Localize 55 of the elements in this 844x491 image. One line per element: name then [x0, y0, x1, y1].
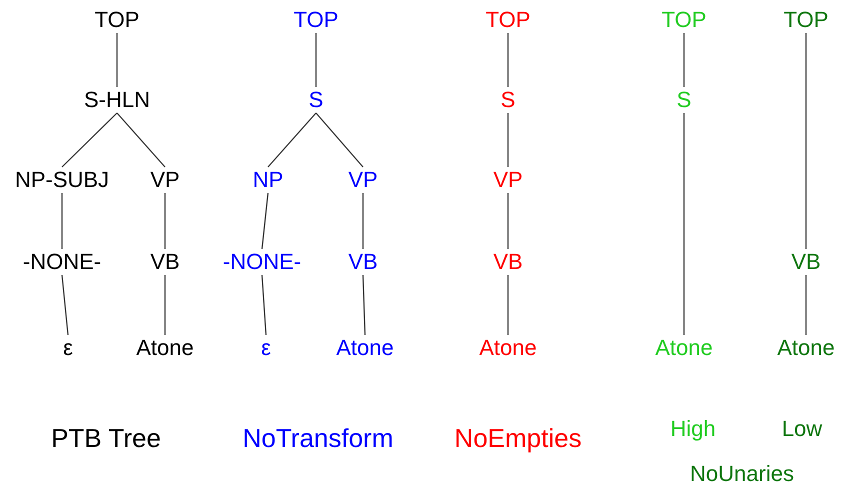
tree-branch — [507, 33, 509, 87]
tree-caption: Low — [782, 418, 822, 440]
tree-node-label: VB — [348, 251, 378, 273]
tree-node-label: TOP — [662, 9, 706, 31]
tree-branch — [261, 274, 267, 336]
tree-branch — [116, 112, 166, 168]
tree-branch — [507, 193, 509, 249]
tree-node-label: VP — [150, 169, 180, 191]
tree-branch — [62, 112, 118, 168]
tree-branch — [61, 274, 69, 336]
tree-node-label: TOP — [784, 9, 828, 31]
tree-node-label: -NONE- — [22, 251, 102, 273]
tree-branch — [362, 193, 364, 249]
tree-branch — [507, 113, 509, 167]
tree-branch — [61, 193, 63, 249]
tree-node-label: -NONE- — [222, 251, 302, 273]
tree-node-label: S-HLN — [84, 89, 150, 111]
tree-branch — [116, 33, 118, 87]
tree-branch — [805, 33, 807, 249]
tree-node-label: S — [308, 89, 324, 111]
tree-branch — [164, 275, 166, 335]
tree-caption: NoTransform — [242, 425, 394, 451]
tree-caption: High — [670, 418, 716, 440]
tree-branch — [683, 113, 685, 335]
tree-caption: NoEmpties — [454, 425, 582, 451]
tree-branch — [805, 275, 807, 335]
tree-node-label: NP-SUBJ — [14, 169, 110, 191]
tree-node-label: VB — [791, 251, 821, 273]
tree-node-label: ε — [63, 337, 73, 359]
tree-node-label: VB — [493, 251, 523, 273]
tree-node-label: Atone — [777, 337, 835, 359]
tree-branch — [316, 112, 364, 168]
tree-node-label: TOP — [294, 9, 338, 31]
tree-node-label: VB — [150, 251, 180, 273]
tree-node-label: TOP — [486, 9, 530, 31]
tree-node-label: VP — [493, 169, 523, 191]
tree-node-label: Atone — [336, 337, 394, 359]
tree-branch — [268, 112, 316, 168]
tree-branch — [683, 33, 685, 87]
tree-node-label: TOP — [94, 9, 140, 31]
tree-node-label: Atone — [479, 337, 537, 359]
tree-caption: PTB Tree — [51, 425, 161, 451]
tree-branch — [261, 192, 269, 250]
tree-branch — [164, 193, 166, 249]
tree-node-label: VP — [348, 169, 378, 191]
tree-node-label: NP — [252, 169, 284, 191]
tree-node-label: Atone — [136, 337, 194, 359]
tree-node-label: Atone — [655, 337, 713, 359]
tree-node-label: ε — [261, 337, 271, 359]
tree-node-label: S — [676, 89, 692, 111]
tree-branch — [315, 33, 317, 87]
tree-caption: NoUnaries — [690, 463, 794, 485]
tree-node-label: S — [500, 89, 516, 111]
tree-branch — [507, 275, 509, 335]
tree-branch — [362, 274, 366, 336]
